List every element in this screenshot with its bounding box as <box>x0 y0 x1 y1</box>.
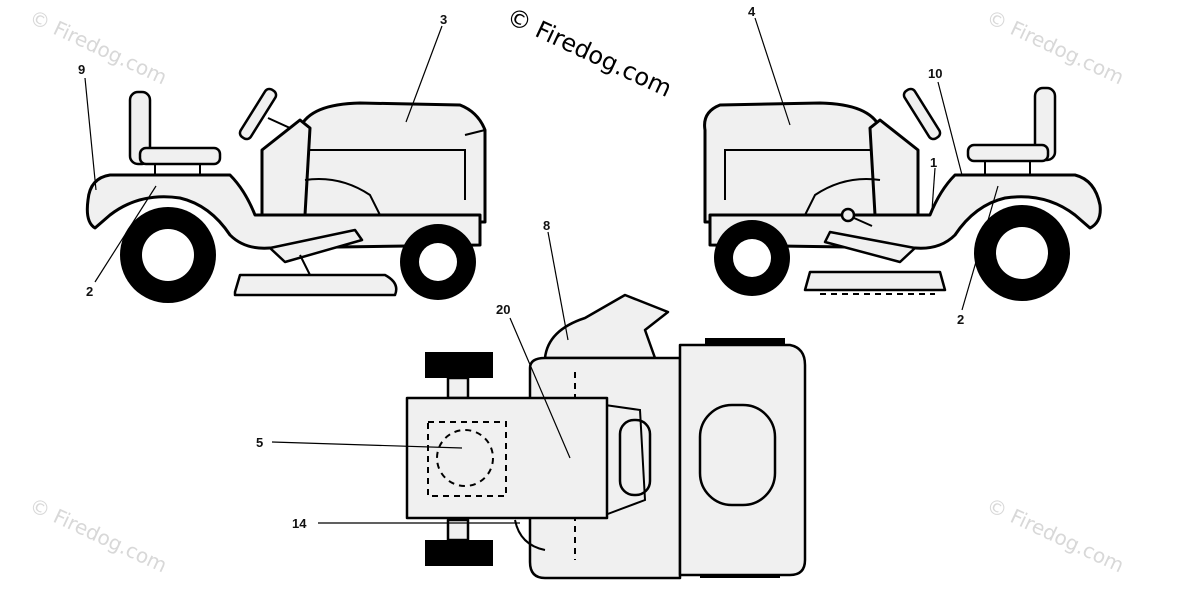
left-seat-base <box>138 146 222 166</box>
right-gas-cap <box>840 207 856 223</box>
callouts: 1 2 2 3 4 5 8 9 10 14 20 <box>78 4 964 531</box>
top-steering-flap <box>543 293 670 360</box>
left-front-hub <box>419 243 457 281</box>
top-rear-tire-lower <box>425 540 493 566</box>
callout-14: 14 <box>292 516 307 531</box>
right-front-hub <box>733 239 771 277</box>
left-fender <box>85 173 482 250</box>
callout-20: 20 <box>496 302 510 317</box>
callout-3: 3 <box>440 12 447 27</box>
right-steering-wheel <box>902 87 942 141</box>
callout-10: 10 <box>928 66 942 81</box>
callout-5: 5 <box>256 435 263 450</box>
left-dash <box>260 118 312 217</box>
left-pedal <box>268 228 364 264</box>
callout-2-right: 2 <box>957 312 964 327</box>
watermark-top-right: © Firedog.com <box>983 5 1128 90</box>
right-seat-base <box>966 143 1050 163</box>
top-grille <box>698 403 777 507</box>
callout-1: 1 <box>930 155 937 170</box>
top-front-tire-upper <box>705 338 785 348</box>
right-fender <box>708 173 1102 250</box>
left-rear-hub <box>142 229 194 281</box>
right-deck <box>803 270 947 292</box>
right-hood <box>703 101 882 224</box>
right-pedal <box>823 230 917 264</box>
callout-9: 9 <box>78 62 85 77</box>
watermark-bottom-left: © Firedog.com <box>26 493 171 578</box>
watermark-bottom-right: © Firedog.com <box>983 493 1128 578</box>
right-rear-hub <box>996 227 1048 279</box>
watermark-main: © Firedog.com <box>502 2 676 103</box>
right-dash <box>868 118 920 217</box>
right-tractor <box>703 86 1102 301</box>
top-rear-tire-upper <box>425 352 493 378</box>
left-hood <box>298 101 487 224</box>
top-view-tractor <box>405 293 807 580</box>
watermark-top-left: © Firedog.com <box>26 5 171 90</box>
callout-2-left: 2 <box>86 284 93 299</box>
left-steering-wheel <box>238 87 278 141</box>
callout-8: 8 <box>543 218 550 233</box>
leader-lines <box>84 17 999 524</box>
left-deck <box>233 273 398 297</box>
callout-4: 4 <box>748 4 756 19</box>
left-seat-back <box>128 90 152 166</box>
left-tractor <box>85 87 487 303</box>
